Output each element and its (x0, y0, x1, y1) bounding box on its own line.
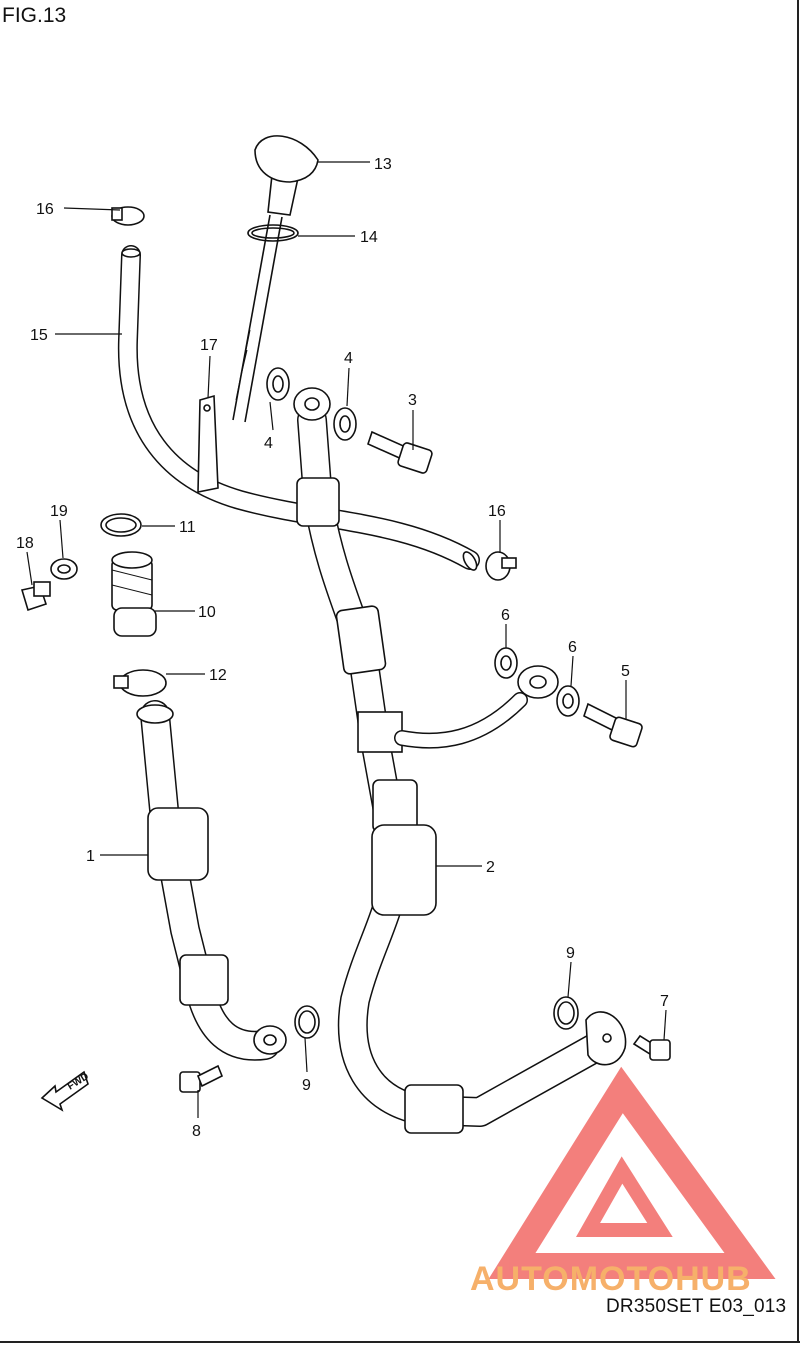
callout-11: 11 (179, 519, 196, 536)
callout-4-right: 4 (344, 350, 353, 367)
washer-4-left (266, 367, 290, 401)
bolt-18 (20, 581, 51, 612)
callout-7: 7 (660, 993, 669, 1010)
banjo-bolt-3 (367, 430, 433, 474)
oil-hose-2 (293, 387, 627, 1134)
washer-6-right (556, 685, 580, 717)
callout-13: 13 (374, 156, 392, 173)
figure-code: DR350SET E03_013 (606, 1296, 787, 1317)
callout-1: 1 (86, 848, 95, 865)
clamp-12 (113, 669, 167, 697)
o-ring-11 (100, 513, 142, 537)
hose-clamp-16-top (111, 206, 145, 226)
callout-10: 10 (198, 604, 216, 621)
callout-5: 5 (621, 663, 630, 680)
oil-fitting-10 (111, 551, 157, 637)
callout-9-right: 9 (566, 945, 575, 962)
callout-16-top: 16 (36, 201, 54, 218)
fwd-arrow-icon: FWD (40, 1070, 91, 1112)
callout-19: 19 (50, 503, 68, 520)
callout-2: 2 (486, 859, 495, 876)
leader-lines (26, 161, 667, 1118)
washer-19 (50, 558, 78, 580)
o-ring-9-right (553, 996, 579, 1030)
callout-3: 3 (408, 392, 417, 409)
hose-clamp-16-right (485, 551, 517, 581)
bracket-17 (197, 394, 219, 493)
figure-title: FIG.13 (2, 4, 67, 27)
dipstick-13 (232, 135, 319, 423)
callout-4-left: 4 (264, 435, 273, 452)
callout-6-right: 6 (568, 639, 577, 656)
oil-hose-1 (136, 700, 287, 1061)
callout-18: 18 (16, 535, 34, 552)
callout-labels: 16 15 17 13 14 4 4 3 16 19 18 11 10 12 6… (16, 156, 669, 1140)
watermark-logo (488, 1066, 776, 1279)
callout-15: 15 (30, 327, 48, 344)
callout-16-right: 16 (488, 503, 506, 520)
watermark-brand: AUTOMOTOHUB (470, 1260, 752, 1298)
washer-6-left (494, 647, 518, 679)
callout-17: 17 (200, 337, 218, 354)
bolt-7 (632, 1034, 671, 1061)
banjo-bolt-5 (583, 702, 643, 748)
callout-9-left: 9 (302, 1077, 311, 1094)
washer-4-right (333, 407, 357, 441)
breather-tube-15 (117, 245, 480, 571)
callout-6-left: 6 (501, 607, 510, 624)
o-ring-9-left (294, 1005, 320, 1039)
callout-12: 12 (209, 667, 227, 684)
watermark-wordmark: AUTOMOTOHUB (470, 1260, 752, 1298)
o-ring-14 (247, 224, 299, 242)
callout-8: 8 (192, 1123, 201, 1140)
callout-14: 14 (360, 229, 378, 246)
bolt-8 (179, 1064, 224, 1093)
